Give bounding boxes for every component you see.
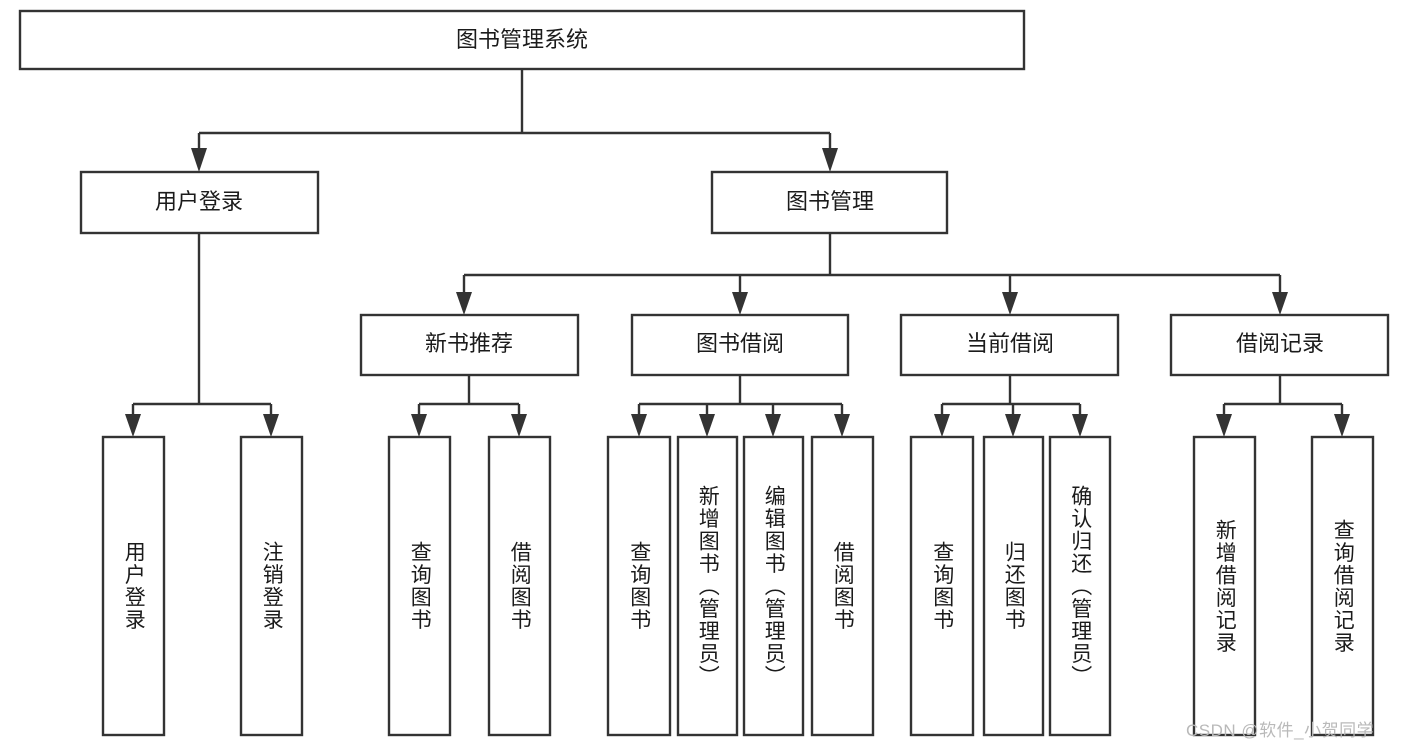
node-book-borrow-box bbox=[630, 313, 850, 377]
leaf-box-borrow-record-1[interactable] bbox=[1310, 435, 1375, 737]
node-book-manage-box bbox=[710, 170, 949, 235]
node-borrow-record-box bbox=[1169, 313, 1390, 377]
node-root-system[interactable]: 图书管理系统 bbox=[18, 9, 1026, 71]
leaf-box-book-borrow-2[interactable] bbox=[742, 435, 805, 737]
connector-group-current-borrow bbox=[934, 375, 1088, 437]
arrow-head-level3-2 bbox=[1002, 292, 1018, 315]
leaf-box-current-borrow-0[interactable] bbox=[909, 435, 975, 737]
node-current-borrow-label: 当前借阅 bbox=[966, 331, 1054, 356]
leaf-box-user-login-0[interactable] bbox=[101, 435, 166, 737]
node-book-borrow-label: 图书借阅 bbox=[696, 331, 784, 356]
arrow-head-level3-1 bbox=[732, 292, 748, 315]
arrow-head-level3-3 bbox=[1272, 292, 1288, 315]
node-new-book-recommend-box bbox=[359, 313, 580, 377]
arrow-head-user-login-leaf-1 bbox=[263, 414, 279, 437]
connector-group-book-borrow bbox=[631, 375, 850, 437]
connector-group-book-manage bbox=[456, 233, 1288, 315]
leaf-box-new-book-1[interactable] bbox=[487, 435, 552, 737]
node-borrow-record-label: 借阅记录 bbox=[1236, 331, 1324, 356]
node-root-label: 图书管理系统 bbox=[456, 27, 588, 52]
arrow-head-book-borrow-leaf-2 bbox=[765, 414, 781, 437]
arrow-head-book-borrow-leaf-1 bbox=[699, 414, 715, 437]
arrow-head-book-borrow-leaf-0 bbox=[631, 414, 647, 437]
leaf-boxes-book-borrow bbox=[606, 435, 875, 737]
connector-group-new-book bbox=[411, 375, 527, 437]
node-user-login-label: 用户登录 bbox=[155, 189, 243, 214]
node-root-box bbox=[18, 9, 1026, 71]
leaf-boxes-user-login bbox=[101, 435, 304, 737]
leaf-box-book-borrow-1[interactable] bbox=[676, 435, 739, 737]
connector-group-user-login bbox=[125, 233, 279, 437]
node-borrow-record[interactable]: 借阅记录 bbox=[1169, 313, 1390, 377]
arrow-head-new-book-leaf-1 bbox=[511, 414, 527, 437]
node-book-manage[interactable]: 图书管理 bbox=[710, 170, 949, 235]
node-book-borrow[interactable]: 图书借阅 bbox=[630, 313, 850, 377]
arrow-head-book-borrow-leaf-3 bbox=[834, 414, 850, 437]
node-new-book-recommend-label: 新书推荐 bbox=[425, 331, 513, 356]
leaf-box-borrow-record-0[interactable] bbox=[1192, 435, 1257, 737]
node-current-borrow-box bbox=[899, 313, 1120, 377]
leaf-box-book-borrow-3[interactable] bbox=[810, 435, 875, 737]
node-new-book-recommend[interactable]: 新书推荐 bbox=[359, 313, 580, 377]
leaf-box-current-borrow-1[interactable] bbox=[982, 435, 1045, 737]
arrow-head-current-borrow-leaf-2 bbox=[1072, 414, 1088, 437]
arrow-head-level3-0 bbox=[456, 292, 472, 315]
arrow-head-user-login bbox=[191, 148, 207, 172]
arrow-head-new-book-leaf-0 bbox=[411, 414, 427, 437]
node-book-manage-label: 图书管理 bbox=[786, 189, 874, 214]
csdn-watermark: CSDN @软件_小贺同学 bbox=[1186, 721, 1375, 740]
arrow-head-current-borrow-leaf-1 bbox=[1005, 414, 1021, 437]
arrow-head-borrow-record-leaf-0 bbox=[1216, 414, 1232, 437]
arrow-head-book-manage bbox=[822, 148, 838, 172]
leaf-boxes-borrow-record bbox=[1192, 435, 1375, 737]
node-current-borrow[interactable]: 当前借阅 bbox=[899, 313, 1120, 377]
node-user-login[interactable]: 用户登录 bbox=[79, 170, 320, 235]
leaf-boxes-current-borrow bbox=[909, 435, 1112, 737]
arrow-head-borrow-record-leaf-1 bbox=[1334, 414, 1350, 437]
leaf-boxes-new-book-recommend bbox=[387, 435, 552, 737]
connector-group-borrow-record bbox=[1216, 375, 1350, 437]
leaf-box-user-login-1[interactable] bbox=[239, 435, 304, 737]
leaf-box-current-borrow-2[interactable] bbox=[1048, 435, 1112, 737]
node-user-login-box bbox=[79, 170, 320, 235]
leaf-box-new-book-0[interactable] bbox=[387, 435, 452, 737]
leaf-box-book-borrow-0[interactable] bbox=[606, 435, 672, 737]
arrow-head-current-borrow-leaf-0 bbox=[934, 414, 950, 437]
connector-group-root bbox=[191, 69, 838, 172]
arrow-head-user-login-leaf-0 bbox=[125, 414, 141, 437]
